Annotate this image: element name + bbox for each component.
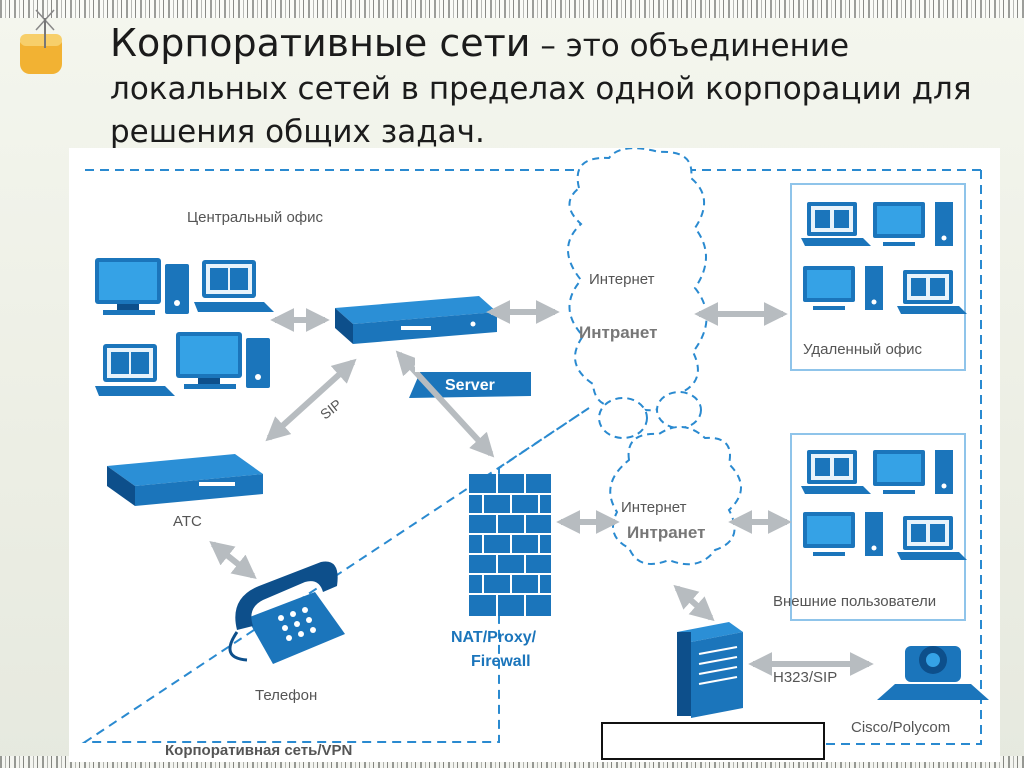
- firewall-label-line2: Firewall: [471, 653, 531, 670]
- pin-icon: [20, 9, 62, 74]
- atc-label: АТС: [173, 513, 202, 530]
- remote-office-computers: [801, 202, 967, 314]
- title-line-3: решения общих задач.: [110, 114, 485, 150]
- external-users-computers: [801, 450, 967, 560]
- remote-office-label: Удаленный офис: [803, 341, 923, 358]
- central-office-computers: [95, 258, 274, 396]
- internet-label-bottom: Интернет: [621, 499, 687, 516]
- central-office-label: Центральный офис: [187, 209, 324, 226]
- blank-overlay: [415, 344, 543, 372]
- firewall-icon: [469, 474, 551, 616]
- external-users-label: Внешние пользователи: [773, 593, 936, 610]
- title-line-2: локальных сетей в пределах одной корпора…: [110, 71, 972, 107]
- top-decoration-strip: [0, 0, 1024, 18]
- internet-cloud-bottom: [609, 426, 742, 566]
- intranet-label-bottom: Интранет: [627, 523, 705, 542]
- cisco-polycom-label: Cisco/Polycom: [851, 719, 950, 736]
- intranet-label-top: Интранет: [579, 323, 657, 342]
- blank-outlined-box: [601, 722, 825, 760]
- firewall-label-line1: NAT/Proxy/: [451, 629, 537, 646]
- server-label: Server: [445, 377, 495, 394]
- internet-cloud-top: [567, 148, 708, 439]
- atc-device-icon: [107, 454, 263, 506]
- server-tower-icon: [677, 622, 743, 718]
- title-rest: – это объединение: [530, 28, 850, 64]
- sip-label: SIP: [317, 396, 345, 423]
- vpn-label: Корпоративная сеть/VPN: [165, 742, 352, 759]
- network-diagram: Центральный офис Server АТС: [69, 148, 1000, 762]
- title-heading: Корпоративные сети: [110, 21, 531, 65]
- cisco-polycom-camera-icon: [877, 646, 989, 700]
- slide-title: Корпоративные сети – это объединение лок…: [110, 22, 990, 154]
- internet-label-top: Интернет: [589, 271, 655, 288]
- telephone-icon: [228, 561, 345, 664]
- phone-label: Телефон: [255, 687, 317, 704]
- server-appliance-icon: [335, 296, 497, 344]
- connection-arrows: [209, 300, 874, 676]
- h323-sip-label: H323/SIP: [773, 669, 837, 686]
